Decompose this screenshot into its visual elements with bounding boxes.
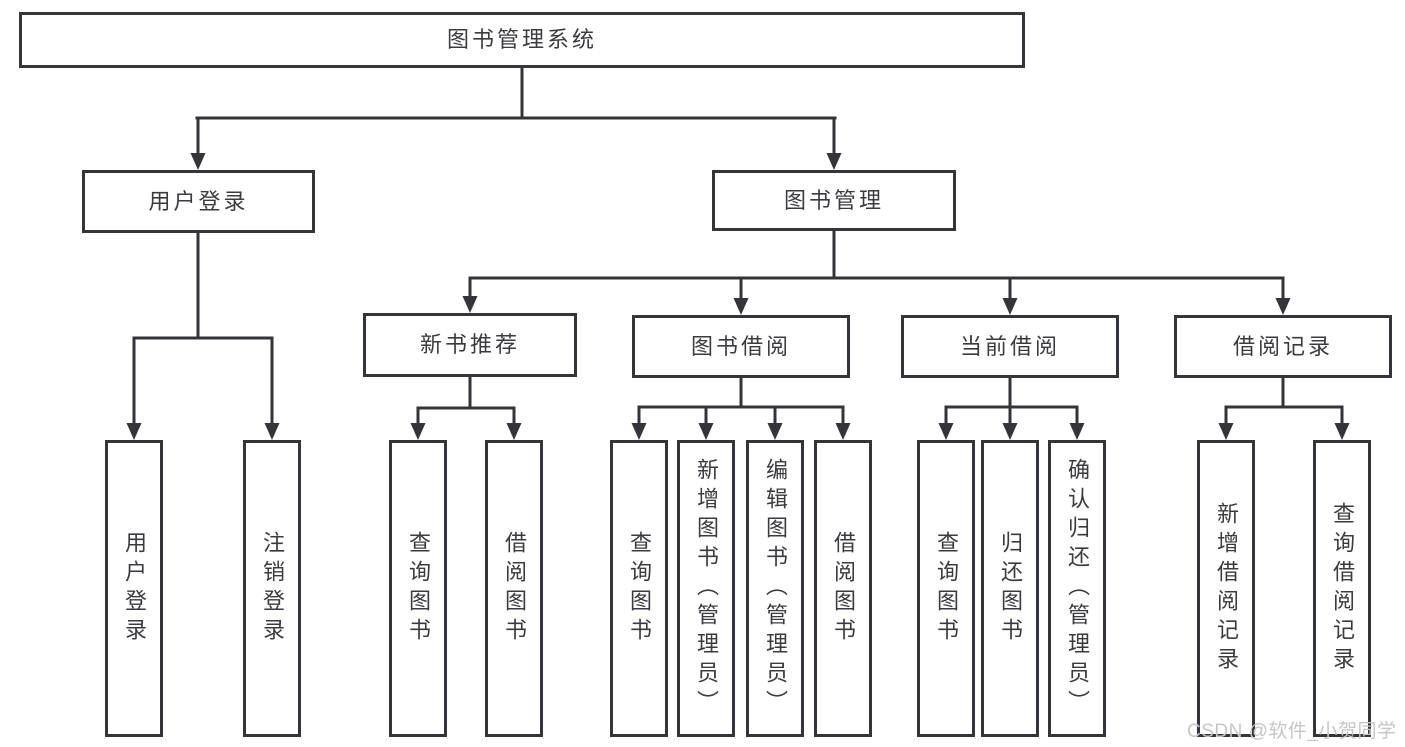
- node-new-book-recommend: 新书推荐: [363, 313, 577, 377]
- arrowhead-icon: [938, 423, 954, 440]
- arrowhead-icon: [126, 423, 142, 440]
- leaf-borrow-books-recommend: 借阅图书: [485, 440, 543, 737]
- arrowhead-icon: [1002, 423, 1018, 440]
- leaf-return-books: 归还图书: [981, 440, 1039, 737]
- node-label: 借阅图书: [831, 530, 856, 647]
- node-label: 归还图书: [998, 530, 1023, 647]
- connector-newbook-to-leaves: [416, 373, 516, 428]
- node-borrowing-records: 借阅记录: [1174, 315, 1392, 378]
- node-label: 图书借阅: [690, 333, 791, 359]
- node-label: 借阅图书: [502, 530, 527, 647]
- arrowhead-icon: [1069, 423, 1085, 440]
- arrowhead-icon: [767, 423, 783, 440]
- node-label: 用户登录: [148, 188, 249, 214]
- leaf-query-books-current: 查询图书: [917, 440, 975, 737]
- node-label: 查询图书: [627, 530, 652, 647]
- arrowhead-icon: [264, 423, 280, 440]
- connector-userlogin-to-leaves: [132, 228, 274, 428]
- leaf-edit-books-admin: 编辑图书（管理员）: [746, 440, 804, 737]
- leaf-logout: 注销登录: [243, 440, 301, 737]
- leaf-confirm-return-admin: 确认归还（管理员）: [1048, 440, 1106, 737]
- connector-root-to-level2: [195, 64, 837, 158]
- arrowhead-icon: [1002, 298, 1018, 315]
- leaf-query-borrow-record: 查询借阅记录: [1313, 440, 1371, 737]
- node-label: 用户登录: [122, 530, 147, 647]
- node-label: 确认归还（管理员）: [1065, 458, 1090, 719]
- node-label: 注销登录: [260, 530, 285, 647]
- node-label: 查询图书: [934, 530, 959, 647]
- node-label: 查询借阅记录: [1330, 501, 1355, 676]
- arrowhead-icon: [1334, 423, 1350, 440]
- arrowhead-icon: [1218, 423, 1234, 440]
- node-label: 新增借阅记录: [1214, 501, 1239, 676]
- leaf-user-login: 用户登录: [105, 440, 163, 737]
- connector-records-to-leaves: [1224, 374, 1344, 428]
- watermark: CSDN @软件_小贺同学: [1187, 721, 1397, 742]
- arrowhead-icon: [826, 153, 842, 170]
- node-user-login: 用户登录: [82, 170, 315, 233]
- leaf-add-books-admin: 新增图书（管理员）: [677, 440, 735, 737]
- node-label: 当前借阅: [959, 333, 1060, 359]
- node-current-borrowing: 当前借阅: [901, 315, 1119, 378]
- node-label: 编辑图书（管理员）: [763, 458, 788, 719]
- node-label: 图书管理: [783, 187, 884, 213]
- leaf-query-books-borrow: 查询图书: [610, 440, 668, 737]
- leaf-add-borrow-record: 新增借阅记录: [1197, 440, 1255, 737]
- node-library-system: 图书管理系统: [19, 12, 1025, 68]
- node-book-management: 图书管理: [712, 170, 956, 231]
- arrowhead-icon: [698, 423, 714, 440]
- node-label: 新增图书（管理员）: [694, 458, 719, 719]
- node-label: 新书推荐: [419, 332, 520, 357]
- arrowhead-icon: [733, 298, 749, 315]
- node-book-borrowing: 图书借阅: [632, 315, 850, 378]
- arrowhead-icon: [506, 423, 522, 440]
- arrowhead-icon: [835, 423, 851, 440]
- connector-bookmgmt-to-level3: [468, 226, 1285, 302]
- arrowhead-icon: [462, 296, 478, 313]
- arrowheads: [126, 153, 1350, 440]
- node-label: 查询图书: [406, 530, 431, 647]
- leaf-query-books-recommend: 查询图书: [389, 440, 447, 737]
- arrowhead-icon: [1275, 298, 1291, 315]
- node-label: 借阅记录: [1232, 333, 1333, 359]
- connector-bookborrow-to-leaves: [637, 374, 845, 428]
- arrowhead-icon: [190, 153, 206, 170]
- arrowhead-icon: [410, 423, 426, 440]
- node-label: 图书管理系统: [446, 27, 597, 52]
- connector-currentborrow-to-leaves: [944, 374, 1079, 428]
- arrowhead-icon: [631, 423, 647, 440]
- leaf-borrow-books: 借阅图书: [814, 440, 872, 737]
